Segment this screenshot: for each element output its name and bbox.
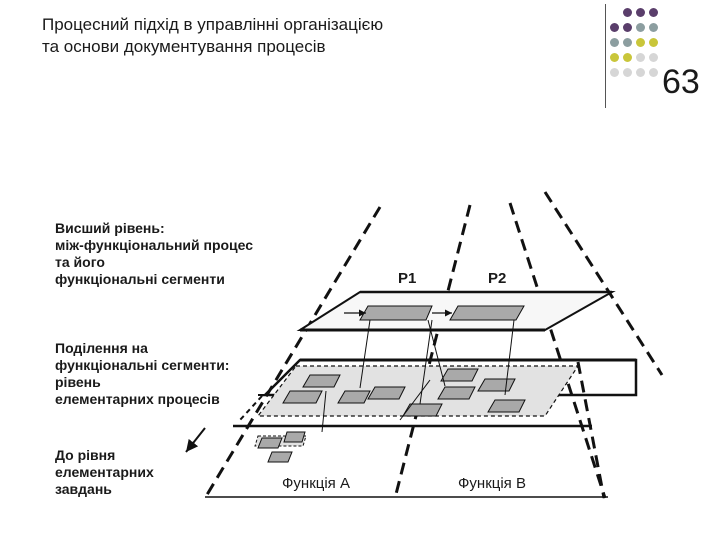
level-label-top: Висший рівень: між-функціональний процес… xyxy=(55,220,253,288)
decorative-dot xyxy=(636,68,645,77)
level-label-line: елементарних xyxy=(55,464,154,480)
elementary-process xyxy=(487,399,526,413)
decorative-dot-grid xyxy=(610,8,670,98)
decorative-dot xyxy=(610,53,619,62)
segment-p2 xyxy=(449,305,525,321)
middle-plane xyxy=(233,358,638,428)
elementary-process xyxy=(367,386,406,400)
elementary-process xyxy=(282,390,323,404)
decorative-dot xyxy=(636,38,645,47)
level-label-line: та його xyxy=(55,254,105,270)
pyramid-edge-inner-right xyxy=(576,361,606,499)
descend-arrow xyxy=(185,427,206,453)
level-label-bottom: До рівня елементарних завдань xyxy=(55,447,154,498)
task-level xyxy=(254,431,307,463)
decorative-dot xyxy=(610,23,619,32)
header-divider xyxy=(605,4,606,108)
decorative-dot xyxy=(623,38,632,47)
decorative-dot xyxy=(649,8,658,17)
elementary-process xyxy=(440,368,479,382)
pyramid-edge-center-right xyxy=(508,202,607,499)
slide-number: 63 xyxy=(662,63,700,101)
elementary-task xyxy=(257,437,283,449)
decorative-dot xyxy=(623,68,632,77)
pyramid-edge-center xyxy=(393,204,472,499)
elementary-task xyxy=(267,451,293,463)
elementary-process xyxy=(302,374,341,388)
decorative-dot xyxy=(623,8,632,17)
slide-title: Процесний підхід в управлінні організаці… xyxy=(42,14,562,58)
decorative-dot xyxy=(623,53,632,62)
level-label-line: Поділення на xyxy=(55,340,148,356)
elementary-process xyxy=(402,403,443,417)
function-label-a: Функція А xyxy=(282,475,350,492)
level-label-line: між-функціональний процес xyxy=(55,237,254,253)
decorative-dot xyxy=(649,68,658,77)
decorative-dot xyxy=(649,38,658,47)
segment-p1 xyxy=(359,305,433,321)
pyramid-edge-left xyxy=(203,206,382,499)
elementary-process xyxy=(337,390,371,404)
decorative-dot xyxy=(636,8,645,17)
level-label-middle: Поділення на функціональні сегменти: рів… xyxy=(55,340,229,408)
decorative-dot xyxy=(610,68,619,77)
elementary-process xyxy=(477,378,516,392)
elementary-process xyxy=(437,386,476,400)
decorative-dot xyxy=(623,23,632,32)
level-label-line: функціональні сегменти xyxy=(55,271,225,287)
level-label-line: До рівня xyxy=(55,447,116,463)
title-line-2: та основи документування процесів xyxy=(42,37,326,56)
level-label-line: елементарних процесів xyxy=(55,391,220,407)
level-label-line: завдань xyxy=(55,481,112,497)
pyramid-edge-right xyxy=(543,191,664,376)
process-connectors xyxy=(321,319,515,433)
level-label-line: рівень xyxy=(55,374,101,390)
title-line-1: Процесний підхід в управлінні організаці… xyxy=(42,15,384,34)
function-label-b: Функція В xyxy=(458,475,526,492)
process-label-p2: P2 xyxy=(488,270,507,287)
decorative-dot xyxy=(636,23,645,32)
pyramid-outline xyxy=(203,191,664,499)
decorative-dot xyxy=(610,38,619,47)
level-label-line: функціональні сегменти: xyxy=(55,357,230,373)
level-label-line: Висший рівень: xyxy=(55,220,165,236)
process-label-p1: P1 xyxy=(398,270,417,287)
top-plane xyxy=(296,290,616,332)
decorative-dot xyxy=(649,53,658,62)
elementary-task xyxy=(283,431,306,443)
decorative-dot xyxy=(649,23,658,32)
decorative-dot xyxy=(636,53,645,62)
